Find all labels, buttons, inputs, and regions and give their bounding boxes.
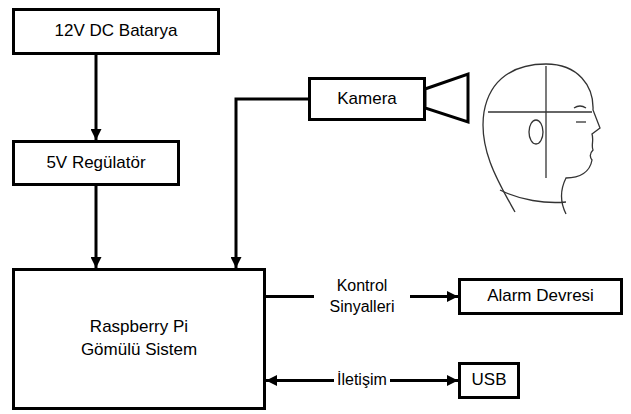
node-label: Kamera [337, 88, 397, 111]
node-label: 5V Regülatör [46, 152, 145, 175]
connector-arrow [95, 55, 98, 140]
node-label: Alarm Devresi [487, 285, 594, 308]
head-profile [483, 64, 600, 214]
camera-lens [425, 74, 468, 122]
connector-arrow [95, 186, 98, 268]
node-label: 12V DC Batarya [55, 20, 178, 43]
regulator-box: 5V Regülatör [12, 140, 180, 186]
node-label: USB [472, 369, 507, 392]
power-box: 12V DC Batarya [12, 8, 220, 55]
controller-box: Raspberry Pi Gömülü Sistem [12, 268, 266, 410]
connector-arrow [236, 99, 308, 268]
alarm-box: Alarm Devresi [458, 278, 623, 315]
camera-box: Kamera [308, 77, 426, 121]
node-label: Raspberry Pi Gömülü Sistem [72, 316, 207, 362]
signal-label: İletişim [334, 370, 390, 391]
usb-box: USB [458, 362, 520, 399]
signal-label: Kontrol Sinyalleri [314, 276, 410, 318]
